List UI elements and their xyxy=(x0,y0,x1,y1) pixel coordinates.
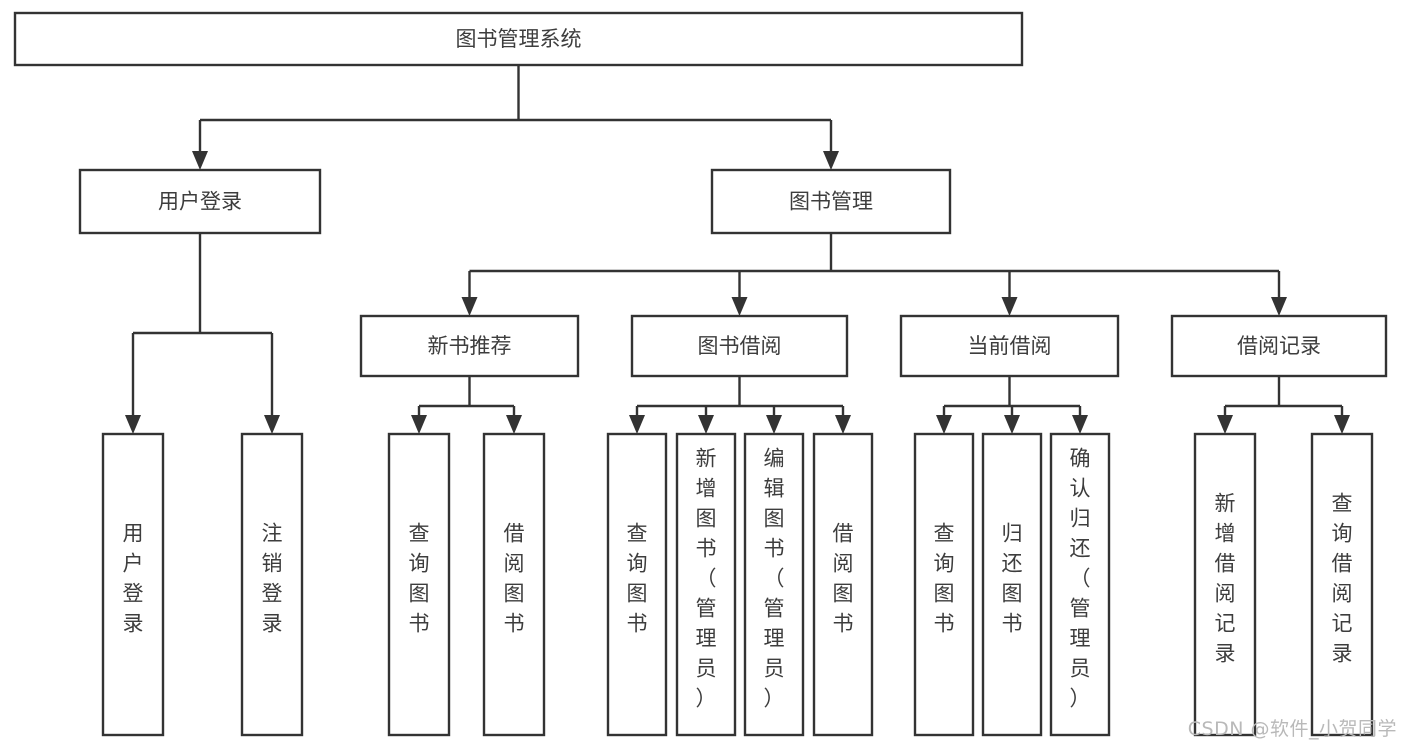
node-label-root: 图书管理系统 xyxy=(456,27,582,51)
edge-arrowhead-leaf-add-borrow-record xyxy=(1217,415,1233,434)
node-box-leaf-return-book xyxy=(981,432,1043,737)
node-label-book-manage: 图书管理 xyxy=(789,190,873,214)
node-leaf-edit-book-admin[interactable]: 编辑图书（管理员） xyxy=(743,432,805,737)
node-box-book-borrow xyxy=(630,314,849,378)
node-leaf-return-book[interactable]: 归还图书 xyxy=(981,432,1043,737)
edge-arrowhead-leaf-return-book xyxy=(1004,415,1020,434)
node-leaf-query-book-recommend[interactable]: 查询图书 xyxy=(387,432,451,737)
edge-arrowhead-book-manage xyxy=(823,151,839,170)
node-box-leaf-edit-book-admin xyxy=(743,432,805,737)
node-box-leaf-query-borrow-record xyxy=(1310,432,1374,737)
node-label-leaf-confirm-return-admin: 确认归还（管理员） xyxy=(1070,447,1091,711)
node-new-book-recommend[interactable]: 新书推荐 xyxy=(359,314,580,378)
node-label-leaf-user-login: 用户登录 xyxy=(123,522,144,636)
node-label-leaf-query-borrow-record: 查询借阅记录 xyxy=(1332,492,1353,666)
edges-layer xyxy=(125,65,1350,434)
edge-arrowhead-leaf-query-book-current xyxy=(936,415,952,434)
node-root[interactable]: 图书管理系统 xyxy=(13,11,1024,67)
edge-arrowhead-leaf-borrow-book xyxy=(835,415,851,434)
node-label-leaf-borrow-book: 借阅图书 xyxy=(833,522,854,636)
node-book-manage[interactable]: 图书管理 xyxy=(710,168,952,235)
edge-arrowhead-leaf-query-borrow-record xyxy=(1334,415,1350,434)
node-box-leaf-add-book-admin xyxy=(675,432,737,737)
node-box-user-login xyxy=(78,168,322,235)
node-label-leaf-query-book-current: 查询图书 xyxy=(934,522,955,636)
node-label-user-login: 用户登录 xyxy=(158,190,242,214)
node-label-current-borrow: 当前借阅 xyxy=(968,334,1052,358)
edge-arrowhead-leaf-query-book-recommend xyxy=(411,415,427,434)
edge-arrowhead-new-book-recommend xyxy=(461,297,478,316)
edge-arrowhead-leaf-add-book-admin xyxy=(698,415,714,434)
node-leaf-query-borrow-record[interactable]: 查询借阅记录 xyxy=(1310,432,1374,737)
node-current-borrow[interactable]: 当前借阅 xyxy=(899,314,1120,378)
edge-arrowhead-borrow-record xyxy=(1271,297,1287,316)
node-leaf-add-borrow-record[interactable]: 新增借阅记录 xyxy=(1193,432,1257,737)
node-label-leaf-query-book: 查询图书 xyxy=(627,522,648,636)
node-box-leaf-user-logout xyxy=(240,432,304,737)
node-leaf-borrow-book[interactable]: 借阅图书 xyxy=(812,432,874,737)
node-label-leaf-add-borrow-record: 新增借阅记录 xyxy=(1215,492,1236,666)
node-box-new-book-recommend xyxy=(359,314,580,378)
nodes-layer: 用户登录图书管理新书推荐图书借阅当前借阅借阅记录用户登录注销登录查询图书借阅图书… xyxy=(13,11,1388,737)
node-box-leaf-borrow-book xyxy=(812,432,874,737)
node-box-book-manage xyxy=(710,168,952,235)
node-leaf-user-login[interactable]: 用户登录 xyxy=(101,432,165,737)
edge-arrowhead-leaf-user-logout xyxy=(264,415,280,434)
node-box-leaf-confirm-return-admin xyxy=(1049,432,1111,737)
node-leaf-borrow-book-recommend[interactable]: 借阅图书 xyxy=(482,432,546,737)
node-leaf-add-book-admin[interactable]: 新增图书（管理员） xyxy=(675,432,737,737)
node-label-leaf-return-book: 归还图书 xyxy=(1002,522,1023,636)
node-label-book-borrow: 图书借阅 xyxy=(698,334,782,358)
node-box-borrow-record xyxy=(1170,314,1388,378)
node-label-leaf-add-book-admin: 新增图书（管理员） xyxy=(696,447,717,711)
edge-arrowhead-leaf-confirm-return-admin xyxy=(1072,415,1088,434)
node-leaf-confirm-return-admin[interactable]: 确认归还（管理员） xyxy=(1049,432,1111,737)
node-box-leaf-user-login xyxy=(101,432,165,737)
node-box-leaf-query-book-recommend xyxy=(387,432,451,737)
node-leaf-query-book[interactable]: 查询图书 xyxy=(606,432,668,737)
edge-arrowhead-leaf-borrow-book-recommend xyxy=(506,415,522,434)
node-box-current-borrow xyxy=(899,314,1120,378)
watermark-text: CSDN @软件_小贺同学 xyxy=(1187,718,1397,740)
node-leaf-query-book-current[interactable]: 查询图书 xyxy=(913,432,975,737)
node-box-leaf-query-book xyxy=(606,432,668,737)
node-leaf-user-logout[interactable]: 注销登录 xyxy=(240,432,304,737)
edge-arrowhead-leaf-query-book xyxy=(629,415,645,434)
node-label-new-book-recommend: 新书推荐 xyxy=(428,334,512,358)
node-label-leaf-user-logout: 注销登录 xyxy=(262,522,283,636)
edge-arrowhead-leaf-edit-book-admin xyxy=(766,415,782,434)
node-box-leaf-query-book-current xyxy=(913,432,975,737)
node-box-leaf-add-borrow-record xyxy=(1193,432,1257,737)
node-label-leaf-borrow-book-recommend: 借阅图书 xyxy=(504,522,525,636)
edge-arrowhead-leaf-user-login xyxy=(125,415,141,434)
node-label-leaf-edit-book-admin: 编辑图书（管理员） xyxy=(764,447,785,711)
node-label-borrow-record: 借阅记录 xyxy=(1237,334,1321,358)
node-box-root xyxy=(13,11,1024,67)
node-book-borrow[interactable]: 图书借阅 xyxy=(630,314,849,378)
node-label-leaf-query-book-recommend: 查询图书 xyxy=(409,522,430,636)
node-borrow-record[interactable]: 借阅记录 xyxy=(1170,314,1388,378)
node-user-login[interactable]: 用户登录 xyxy=(78,168,322,235)
node-box-leaf-borrow-book-recommend xyxy=(482,432,546,737)
edge-arrowhead-user-login xyxy=(192,151,208,170)
edge-arrowhead-current-borrow xyxy=(1001,297,1018,316)
edge-arrowhead-book-borrow xyxy=(731,297,748,316)
